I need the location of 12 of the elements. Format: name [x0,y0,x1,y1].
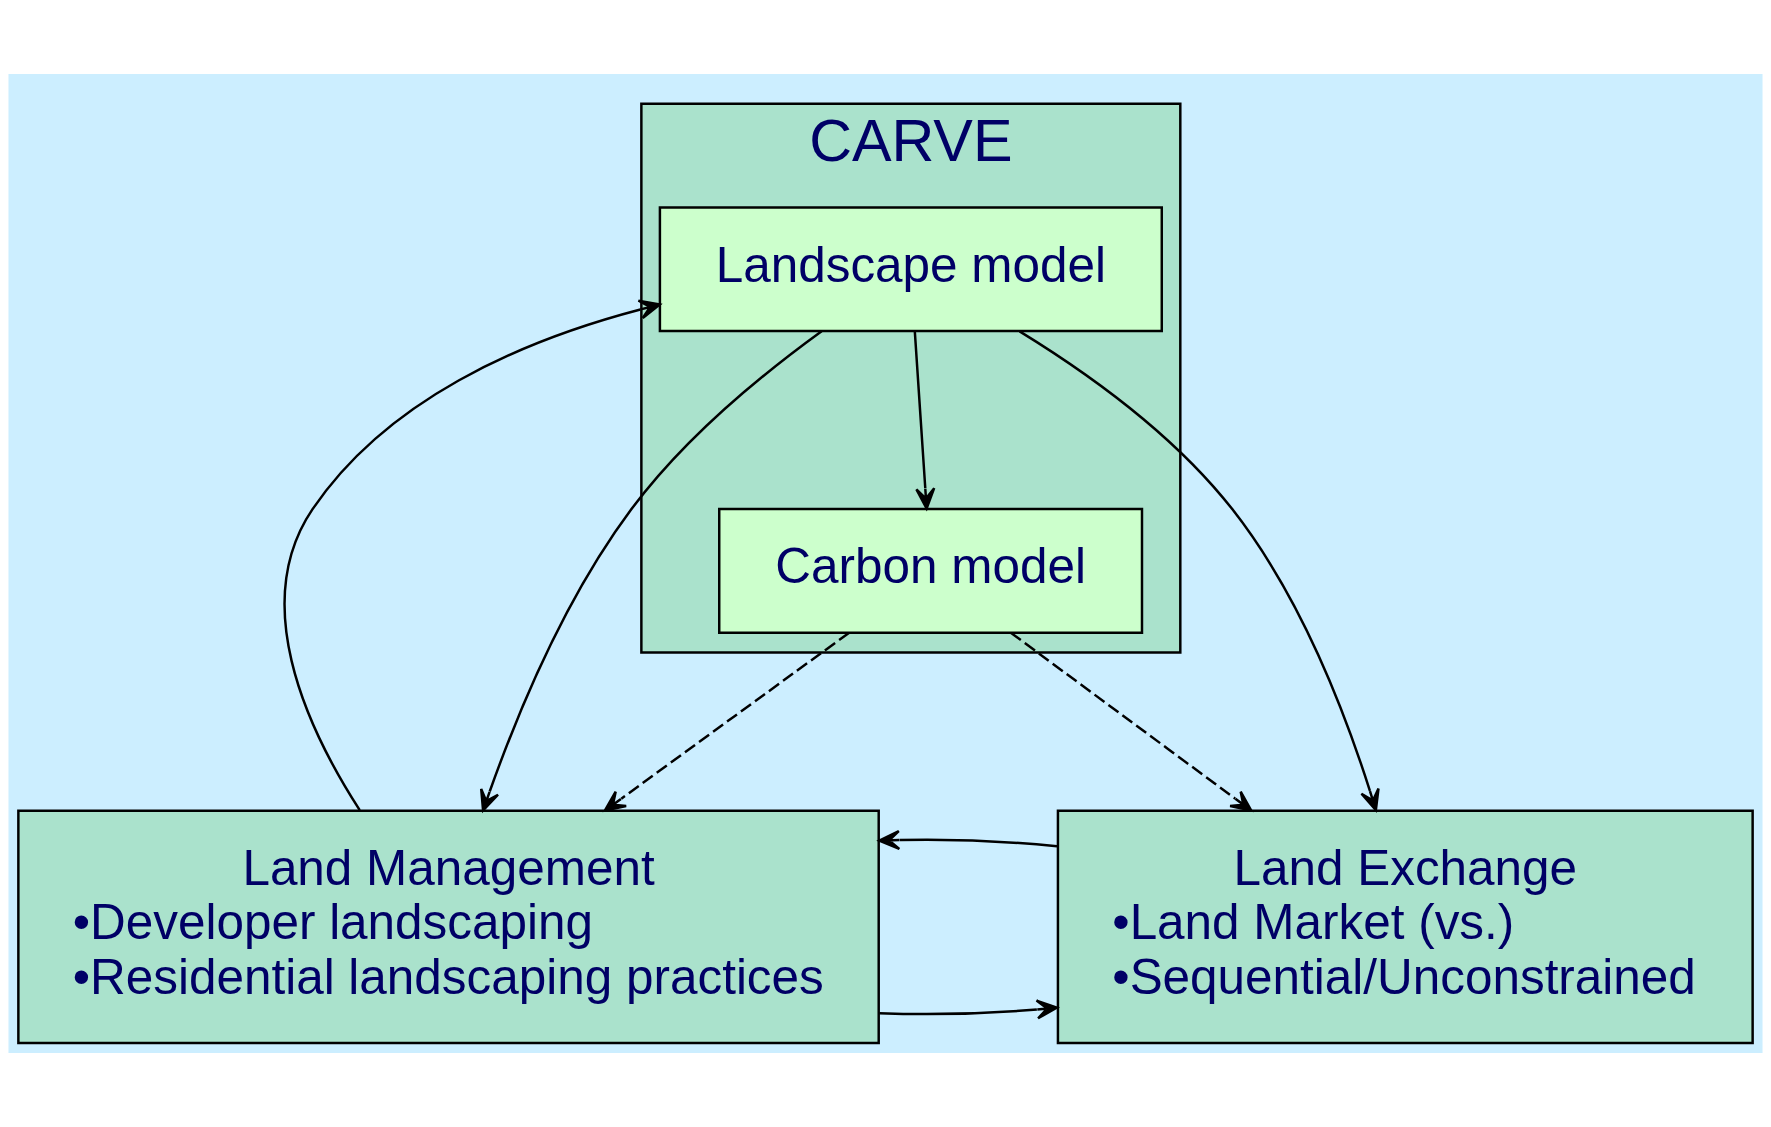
arrow [1010,631,1253,812]
arrow [913,331,936,510]
arrow [878,829,1058,851]
arrow [479,330,823,812]
node-box: Landscape model [658,206,1163,333]
node-box: Land Management •Developer landscaping •Residential landscaping practices [17,809,880,1045]
arrow [283,299,661,811]
arrow [879,999,1059,1020]
arrow [603,631,850,812]
node-box: Carbon model [718,507,1144,634]
arrow [1019,330,1380,812]
node-box: Land Exchange •Land Market (vs.) •Sequential/Unconstrained [1056,809,1754,1045]
